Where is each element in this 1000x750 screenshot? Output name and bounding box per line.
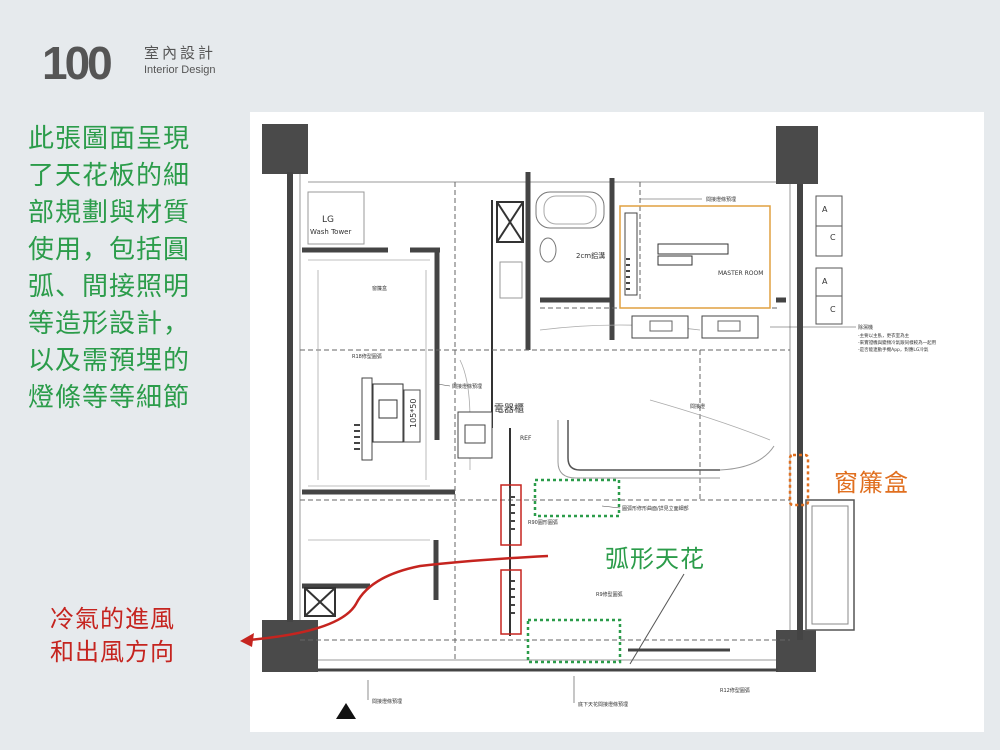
lg-label: LG: [322, 215, 334, 225]
logo-number: 100: [42, 37, 113, 89]
lamp-strip-highlight: [500, 569, 522, 635]
master-room-area: [619, 205, 771, 309]
lamp-strip-dots: [511, 496, 515, 614]
description-line: 燈條等等細節: [28, 383, 191, 413]
curtain-box-annotation: 窗簾盒: [834, 469, 909, 497]
ref-label: REF: [520, 435, 532, 442]
airflow-line: 冷氣的進風: [50, 605, 175, 633]
indirect-light-label: 間接燈條預埋: [452, 383, 482, 390]
wash-tower-label: Wash Tower: [310, 228, 351, 236]
arc-ceiling-curve: [719, 445, 775, 471]
airflow-line: 和出風方向: [50, 638, 175, 666]
curtain-box-label: 窗簾盒: [372, 285, 387, 292]
description-text: 此張圖面呈現 了天花板的細 部規劃與材質 使用，包括圓 弧、間接照明 等造形設計…: [28, 121, 238, 417]
master-bed-headboard: [624, 212, 638, 296]
corner-column: [776, 126, 818, 184]
lg-wash-tower: [307, 191, 365, 245]
curtain-box-highlight: [788, 453, 810, 507]
master-indirect-light-label: 間接燈條預埋: [706, 196, 736, 203]
r18-label: R18修型圓弧: [352, 353, 382, 360]
kitchen-counter: [457, 411, 493, 459]
description-line: 弧、間接照明: [28, 272, 191, 302]
description-line: 使用，包括圓: [28, 235, 191, 265]
arc-ceiling-annotation: 弧形天花: [605, 545, 705, 573]
bathtub-inner: [543, 195, 597, 225]
master-room-label: MASTER ROOM: [718, 270, 763, 277]
window-frames: [805, 195, 855, 631]
corner-column: [262, 620, 318, 672]
master-sign: [657, 243, 729, 255]
ac-unit-vent: [717, 320, 741, 332]
description-line: 了天花板的細: [28, 161, 191, 191]
window-label: A: [822, 205, 828, 214]
r12-label: R12修型圓弧: [720, 687, 750, 694]
cabinet-lamp-label: 間接燈: [690, 403, 705, 410]
arc-ceiling-highlight: [533, 478, 621, 518]
appliance-cabinet-label: 電器櫃: [494, 402, 524, 415]
note-line: -是否能連動手機App，對應LG冷氣: [858, 346, 929, 353]
interior-walls: [302, 172, 786, 600]
ac-unit: [701, 315, 759, 339]
size-block: [403, 389, 421, 443]
window-label: C: [830, 233, 836, 242]
corner-column: [262, 124, 308, 174]
note-title: 除濕機: [858, 324, 873, 331]
side-table: [372, 383, 404, 443]
ceiling-bottom-label: 底下天花間接燈條預埋: [578, 701, 628, 708]
aluminium-line-label: 2cm鋁溝: [576, 251, 605, 260]
bathtub: [535, 191, 605, 229]
note-line: -來實證機與變頻冷氣跟同樣較為一起用: [858, 339, 936, 346]
arc-ceiling-edge: [567, 420, 720, 471]
arc-note-label: 圓弧形修形曲面/詳見立面細部: [622, 505, 689, 512]
airflow-arrowhead: [240, 633, 254, 647]
side-table-appliance: [378, 399, 398, 419]
lamp-dots: [354, 424, 360, 450]
lamp-strip-highlight: [500, 484, 522, 546]
master-sign-small: [657, 255, 693, 266]
master-light-dots: [626, 258, 630, 290]
arc-ceiling-edge-outer: [557, 420, 720, 479]
ac-unit: [631, 315, 689, 339]
r90-label: R90圓形圓弧: [528, 519, 558, 526]
arc-ceiling-highlight: [526, 618, 622, 664]
kitchen-sink: [464, 424, 486, 444]
description-line: 以及需預埋的: [28, 346, 191, 376]
outer-walls: [287, 172, 803, 672]
note-line: -主要以主臥，更衣室為主: [858, 332, 910, 339]
description-line: 此張圖面呈現: [28, 124, 191, 154]
leader-line: [601, 505, 621, 509]
logo-chinese-text: 室內設計: [144, 44, 217, 62]
corner-column: [776, 630, 816, 672]
leader-line: [436, 383, 451, 387]
window-label: C: [830, 305, 836, 314]
size-label: 105*50: [409, 399, 418, 428]
airflow-arrow: [247, 554, 549, 642]
outer-wall-lines: [299, 174, 791, 661]
description-line: 等造形設計，: [28, 309, 191, 339]
airflow-annotation: 冷氣的進風 和出風方向: [50, 603, 175, 669]
window-label: A: [822, 277, 828, 286]
north-marker: [336, 703, 356, 719]
logo-english-text: Interior Design: [144, 64, 216, 76]
wall-light-strip: [361, 377, 373, 461]
toilet: [539, 237, 557, 263]
description-line: 部規劃與材質: [28, 198, 191, 228]
bath-vanity: [499, 261, 523, 299]
r9-label: R9修型圓弧: [596, 591, 623, 598]
bottom-indirect-label: 間接燈條預埋: [372, 698, 402, 705]
ac-unit-vent: [649, 320, 673, 332]
